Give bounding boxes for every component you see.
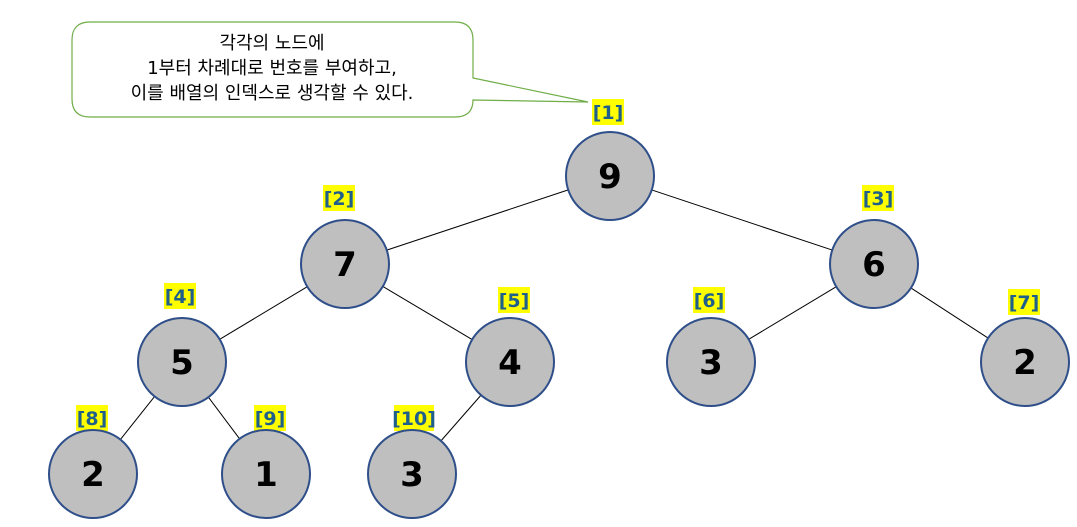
node-value-8: 2 (81, 455, 105, 495)
callout-line-3: 이를 배열의 인덱스로 생각할 수 있다. (131, 83, 414, 104)
edge-3-7 (910, 287, 989, 339)
callout-line-1: 각각의 노드에 (219, 33, 324, 54)
tree-node-1: 9 (565, 131, 655, 221)
index-label-text-10: [10] (392, 408, 436, 430)
index-label-text-8: [8] (77, 408, 108, 430)
node-circle-5 (465, 317, 555, 407)
edge-1-3 (651, 189, 833, 251)
index-highlight-4 (164, 283, 196, 309)
node-circle-2 (300, 219, 390, 309)
index-label-9: [9] (254, 405, 286, 431)
index-highlight-8 (76, 405, 108, 431)
index-highlight-3 (862, 185, 894, 211)
node-value-3: 6 (862, 245, 886, 285)
callout: 각각의 노드에 1부터 차례대로 번호를 부여하고, 이를 배열의 인덱스로 생… (71, 21, 589, 118)
index-label-text-7: [7] (1009, 292, 1040, 314)
index-label-7: [7] (1008, 289, 1040, 315)
callout-bubble (71, 21, 589, 118)
tree-node-10: 3 (367, 429, 457, 519)
index-highlight-9 (254, 405, 286, 431)
index-highlight-7 (1008, 289, 1040, 315)
node-circle-7 (980, 317, 1070, 407)
node-value-1: 9 (598, 157, 622, 197)
index-highlight-2 (323, 185, 355, 211)
node-value-5: 4 (498, 343, 522, 383)
index-label-8: [8] (76, 405, 108, 431)
node-value-7: 2 (1013, 343, 1037, 383)
node-value-6: 3 (699, 343, 723, 383)
index-labels: [1] [2] [3] [4] [5] [6] [7] [8] [9] [10] (76, 99, 1040, 431)
index-label-10: [10] (392, 405, 436, 431)
edge-3-6 (748, 286, 837, 340)
index-label-text-6: [6] (694, 290, 725, 312)
index-label-4: [4] (164, 283, 196, 309)
tree-node-7: 2 (980, 317, 1070, 407)
edges (119, 189, 989, 442)
index-label-text-1: [1] (593, 102, 624, 124)
edge-4-9 (207, 396, 241, 440)
index-highlight-6 (693, 287, 725, 313)
node-circle-1 (565, 131, 655, 221)
nodes: 9 7 6 5 4 3 2 2 1 3 (48, 131, 1070, 519)
node-circle-3 (829, 219, 919, 309)
index-label-3: [3] (862, 185, 894, 211)
index-label-text-2: [2] (324, 188, 355, 210)
node-circle-6 (666, 317, 756, 407)
tree-node-4: 5 (137, 317, 227, 407)
edge-4-8 (119, 396, 156, 440)
index-highlight-10 (394, 405, 434, 431)
node-circle-10 (367, 429, 457, 519)
edge-1-2 (386, 189, 569, 251)
index-highlight-5 (498, 287, 530, 313)
node-circle-4 (137, 317, 227, 407)
index-label-5: [5] (498, 287, 530, 313)
index-label-text-5: [5] (499, 290, 530, 312)
tree-node-3: 6 (829, 219, 919, 309)
edge-2-5 (382, 286, 473, 340)
edge-2-4 (219, 286, 308, 340)
index-label-text-3: [3] (863, 188, 894, 210)
tree-node-9: 1 (221, 429, 311, 519)
node-circle-9 (221, 429, 311, 519)
tree-node-6: 3 (666, 317, 756, 407)
node-value-4: 5 (170, 343, 194, 383)
tree-node-8: 2 (48, 429, 138, 519)
edge-5-10 (440, 394, 482, 442)
index-label-6: [6] (693, 287, 725, 313)
node-value-9: 1 (254, 455, 278, 495)
index-label-text-4: [4] (165, 286, 196, 308)
tree-node-5: 4 (465, 317, 555, 407)
index-label-2: [2] (323, 185, 355, 211)
tree-node-2: 7 (300, 219, 390, 309)
index-highlight-1 (592, 99, 624, 125)
node-value-2: 7 (333, 245, 357, 285)
node-circle-8 (48, 429, 138, 519)
node-value-10: 3 (400, 455, 424, 495)
index-label-1: [1] (592, 99, 624, 125)
callout-line-2: 1부터 차례대로 번호를 부여하고, (147, 58, 397, 79)
index-label-text-9: [9] (255, 408, 286, 430)
